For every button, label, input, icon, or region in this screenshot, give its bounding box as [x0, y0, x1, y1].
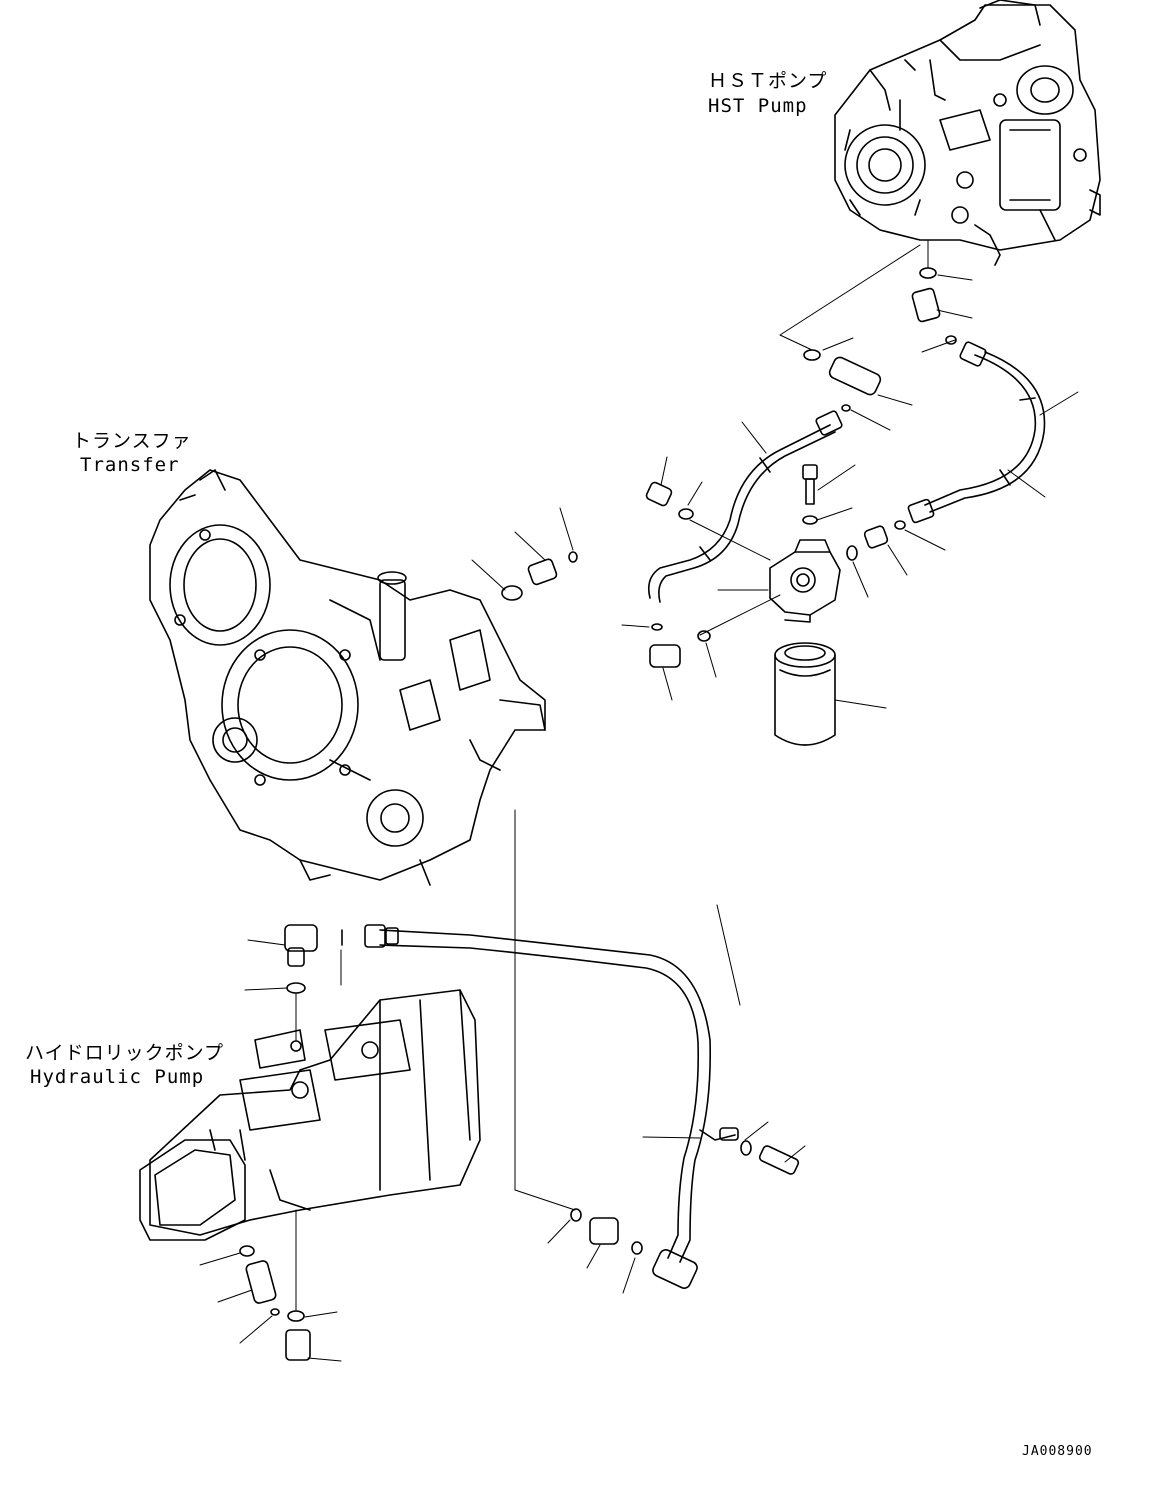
filter-head: [770, 540, 840, 622]
hst-pump: [835, 0, 1100, 265]
hose-filter-to-transfer: [649, 410, 843, 602]
leader-lines: [200, 275, 1078, 1361]
hst-pump-label-en: HST Pump: [708, 95, 808, 117]
oil-filter: [775, 643, 835, 745]
hydraulic-pump: [140, 990, 480, 1240]
assembly-lines: [296, 240, 928, 1310]
hydraulic-pump-label-jp: ハイドロリックポンプ: [25, 1042, 225, 1064]
hose-main-return: [365, 925, 735, 1290]
drawing-id: JA008900: [1022, 1444, 1093, 1459]
hose-hst-to-filter: [908, 341, 1045, 523]
fittings: [240, 268, 956, 1360]
transfer-label-jp: トランスファ: [72, 430, 192, 452]
transfer-case: [150, 470, 545, 885]
transfer-label-en: Transfer: [80, 454, 180, 476]
hydraulic-pump-label-en: Hydraulic Pump: [30, 1066, 205, 1088]
hst-pump-label-jp: ＨＳＴポンプ: [708, 70, 828, 92]
